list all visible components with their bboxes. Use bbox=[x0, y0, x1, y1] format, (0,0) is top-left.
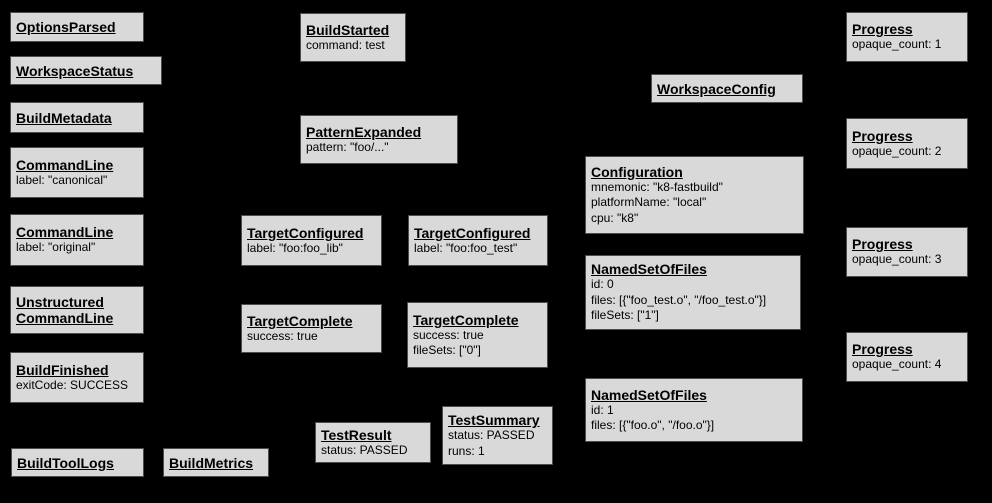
node-build-metadata: BuildMetadata bbox=[10, 102, 144, 133]
node-title: TestResult bbox=[321, 426, 392, 443]
node-title: NamedSetOfFiles bbox=[591, 386, 707, 403]
node-field: exitCode: SUCCESS bbox=[16, 377, 129, 392]
node-field: label: "canonical" bbox=[16, 172, 108, 187]
node-field: opaque_count: 2 bbox=[852, 143, 942, 158]
node-title: CommandLine bbox=[16, 224, 114, 241]
node-title: WorkspaceConfig bbox=[657, 80, 776, 97]
node-title: TargetComplete bbox=[413, 311, 519, 328]
node-title: BuildMetadata bbox=[16, 109, 112, 126]
node-title: Progress bbox=[852, 341, 913, 358]
node-target-complete-lib: TargetComplete success: true bbox=[241, 304, 382, 353]
node-field: files: [{"foo_test.o", "/foo_test.o"}] bbox=[591, 292, 767, 307]
node-field: runs: 1 bbox=[448, 443, 485, 458]
node-command-line-original: CommandLine label: "original" bbox=[10, 214, 144, 266]
node-field: fileSets: ["1"] bbox=[591, 308, 659, 323]
node-field: label: "foo:foo_lib" bbox=[247, 240, 343, 255]
node-field: fileSets: ["0"] bbox=[413, 343, 481, 357]
node-build-tool-logs: BuildToolLogs bbox=[11, 448, 144, 477]
node-title: BuildFinished bbox=[16, 361, 109, 378]
node-title: CommandLine bbox=[16, 310, 114, 326]
node-progress-4: Progress opaque_count: 4 bbox=[846, 332, 968, 382]
node-progress-1: Progress opaque_count: 1 bbox=[846, 12, 968, 62]
node-field: pattern: "foo/..." bbox=[306, 139, 389, 154]
node-progress-2: Progress opaque_count: 2 bbox=[846, 118, 968, 169]
node-field: platformName: "local" bbox=[591, 195, 707, 210]
node-build-metrics: BuildMetrics bbox=[163, 448, 269, 477]
node-field: id: 0 bbox=[591, 277, 614, 292]
node-title: TargetComplete bbox=[247, 312, 353, 329]
node-title: WorkspaceStatus bbox=[16, 62, 134, 79]
node-title: TargetConfigured bbox=[414, 224, 531, 241]
node-title: TargetConfigured bbox=[247, 224, 364, 241]
node-field: label: "original" bbox=[16, 240, 96, 255]
node-field: opaque_count: 4 bbox=[852, 357, 942, 372]
node-target-configured-foo-test: TargetConfigured label: "foo:foo_test" bbox=[408, 215, 548, 266]
node-title: OptionsParsed bbox=[16, 19, 116, 35]
node-build-finished: BuildFinished exitCode: SUCCESS bbox=[10, 352, 144, 403]
node-workspace-status: WorkspaceStatus bbox=[10, 56, 162, 85]
node-unstructured-command-line: Unstructured CommandLine bbox=[10, 286, 144, 334]
node-pattern-expanded: PatternExpanded pattern: "foo/..." bbox=[300, 115, 458, 164]
node-title: Progress bbox=[852, 127, 913, 144]
node-target-configured-foo-lib: TargetConfigured label: "foo:foo_lib" bbox=[241, 215, 382, 266]
node-field: success: true bbox=[247, 328, 318, 343]
node-test-result: TestResult status: PASSED bbox=[315, 422, 431, 463]
node-title: Unstructured bbox=[16, 294, 104, 310]
node-field: mnemonic: "k8-fastbuild" bbox=[591, 179, 723, 194]
node-configuration: Configuration mnemonic: "k8-fastbuild" p… bbox=[585, 156, 804, 234]
node-title: Configuration bbox=[591, 163, 683, 180]
node-field: label: "foo:foo_test" bbox=[414, 240, 518, 255]
node-title: Progress bbox=[852, 236, 913, 253]
node-command-line-canonical: CommandLine label: "canonical" bbox=[10, 147, 144, 198]
node-title: Progress bbox=[852, 21, 913, 38]
node-workspace-config: WorkspaceConfig bbox=[651, 74, 803, 103]
node-named-set-of-files-0: NamedSetOfFiles id: 0 files: [{"foo_test… bbox=[585, 255, 801, 330]
node-field: status: PASSED bbox=[321, 442, 408, 457]
node-options-parsed: OptionsParsed bbox=[10, 12, 144, 42]
node-target-complete-test: TargetComplete success: true fileSets: [… bbox=[407, 302, 548, 368]
node-test-summary: TestSummary status: PASSED runs: 1 bbox=[442, 406, 553, 465]
node-field: status: PASSED bbox=[448, 428, 535, 442]
node-title: BuildStarted bbox=[306, 21, 390, 38]
node-named-set-of-files-1: NamedSetOfFiles id: 1 files: [{"foo.o", … bbox=[585, 378, 803, 442]
node-field: files: [{"foo.o", "/foo.o"}] bbox=[591, 418, 715, 432]
node-title: BuildToolLogs bbox=[17, 454, 114, 471]
node-progress-3: Progress opaque_count: 3 bbox=[846, 227, 968, 277]
node-title: NamedSetOfFiles bbox=[591, 261, 707, 278]
node-field: cpu: "k8" bbox=[591, 210, 639, 225]
node-field: opaque_count: 1 bbox=[852, 37, 942, 52]
node-title: CommandLine bbox=[16, 156, 114, 173]
node-field: command: test bbox=[306, 37, 385, 52]
node-title: PatternExpanded bbox=[306, 123, 422, 140]
node-title: TestSummary bbox=[448, 412, 540, 428]
node-field: id: 1 bbox=[591, 402, 614, 417]
node-title: BuildMetrics bbox=[169, 454, 254, 471]
node-field: success: true bbox=[413, 327, 484, 342]
node-build-started: BuildStarted command: test bbox=[300, 13, 406, 62]
node-field: opaque_count: 3 bbox=[852, 252, 942, 267]
